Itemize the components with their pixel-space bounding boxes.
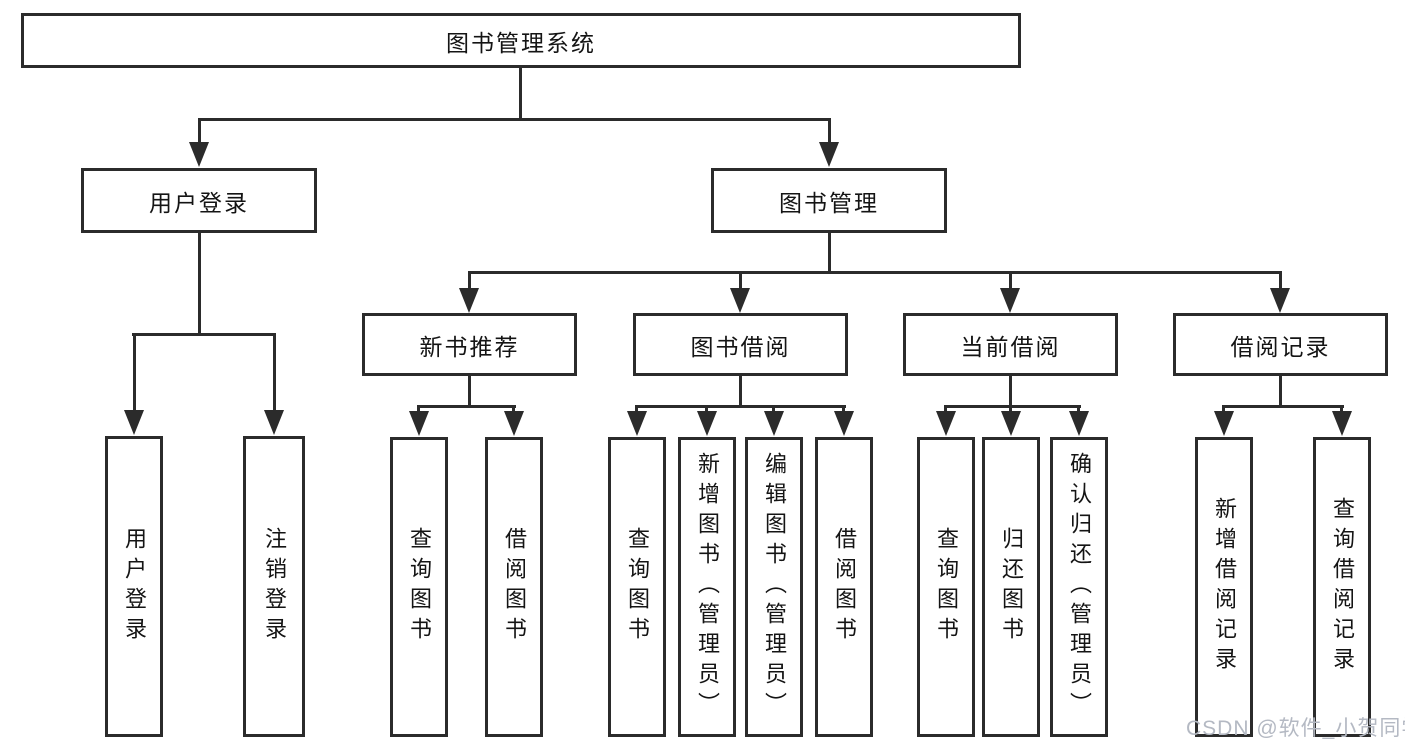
connector-br-stub [1279,376,1282,408]
leaf-cb-confirm-return: 确认归还（管理员） [1050,437,1108,737]
leaf-cb-query-book: 查询图书 [917,437,975,737]
leaf-br-query-record-label: 查询借阅记录 [1330,497,1355,677]
connector-stem-leaf-logout [273,333,276,413]
connector-stem-leaf [772,405,775,414]
arrow-down-icon [124,410,144,435]
leaf-user-login: 用户登录 [105,436,163,737]
connector-cb-split [944,405,1081,408]
connector-user-login-stub [198,233,201,336]
node-new-book-rec: 新书推荐 [362,313,577,376]
connector-stem-leaf [1009,405,1012,414]
leaf-user-login-label: 用户登录 [122,526,147,647]
connector-bb-stub [739,376,742,408]
connector-stem-leaf [842,405,845,414]
connector-stem-leaf [417,405,420,414]
arrow-down-icon [409,411,429,436]
connector-nbr-stub [468,376,471,408]
connector-book-mgmt-stub [828,233,831,274]
leaf-nbr-borrow-book-label: 借阅图书 [502,527,527,647]
connector-stem-leaf [635,405,638,414]
leaf-nbr-borrow-book: 借阅图书 [485,437,543,737]
node-book-mgmt-label: 图书管理 [779,189,879,216]
arrow-down-icon [264,410,284,435]
node-book-borrow-label: 图书借阅 [690,333,791,360]
arrow-down-icon [819,142,839,167]
arrow-down-icon [1001,411,1021,436]
leaf-cb-confirm-return-label: 确认归还（管理员） [1067,452,1092,722]
connector-level2-hline [198,118,831,121]
node-current-borrow: 当前借阅 [903,313,1118,376]
connector-stem-leaf [1077,405,1080,414]
connector-br-split [1222,405,1344,408]
leaf-br-add-record-label: 新增借阅记录 [1212,497,1237,677]
arrow-down-icon [1214,411,1234,436]
leaf-cb-return-book: 归还图书 [982,437,1040,737]
connector-nbr-split [417,405,516,408]
arrow-down-icon [504,411,524,436]
arrow-down-icon [1000,288,1020,313]
leaf-br-add-record: 新增借阅记录 [1195,437,1253,737]
connector-stem-leaf [512,405,515,414]
connector-stem-new-book-rec [468,271,471,291]
leaf-cb-return-book-label: 归还图书 [999,527,1024,647]
leaf-bb-borrow-book: 借阅图书 [815,437,873,737]
connector-root-stub [519,68,522,121]
arrow-down-icon [936,411,956,436]
arrow-down-icon [189,142,209,167]
leaf-bb-add-book: 新增图书（管理员） [678,437,736,737]
arrow-down-icon [697,411,717,436]
leaf-bb-add-book-label: 新增图书（管理员） [695,452,720,722]
connector-stem-user-login [198,118,201,145]
leaf-bb-query-book-label: 查询图书 [625,527,650,647]
connector-stem-current-borrow [1009,271,1012,291]
node-root: 图书管理系统 [21,13,1021,68]
node-user-login-label: 用户登录 [149,189,249,216]
arrow-down-icon [459,288,479,313]
connector-bb-split [635,405,846,408]
connector-cb-stub [1009,376,1012,408]
arrow-down-icon [764,411,784,436]
connector-stem-leaf [1340,405,1343,414]
leaf-br-query-record: 查询借阅记录 [1313,437,1371,737]
connector-stem-leaf [705,405,708,414]
arrow-down-icon [627,411,647,436]
node-new-book-rec-label: 新书推荐 [419,333,520,360]
node-book-borrow: 图书借阅 [633,313,848,376]
connector-stem-leaf [1222,405,1225,414]
leaf-nbr-query-book-label: 查询图书 [407,527,432,647]
connector-stem-borrow-record [1279,271,1282,291]
arrow-down-icon [730,288,750,313]
leaf-nbr-query-book: 查询图书 [390,437,448,737]
node-book-mgmt: 图书管理 [711,168,947,233]
connector-stem-book-borrow [739,271,742,291]
node-user-login: 用户登录 [81,168,317,233]
node-borrow-record-label: 借阅记录 [1230,333,1331,360]
connector-stem-book-mgmt [828,118,831,145]
watermark-text: CSDN @软件_小贺同学 [1186,717,1405,740]
connector-stem-leaf [944,405,947,414]
arrow-down-icon [1270,288,1290,313]
leaf-bb-edit-book-label: 编辑图书（管理员） [762,452,787,722]
node-current-borrow-label: 当前借阅 [960,333,1061,360]
connector-stem-leaf-login [133,333,136,413]
leaf-logout: 注销登录 [243,436,305,737]
leaf-cb-query-book-label: 查询图书 [934,527,959,647]
connector-user-login-split [132,333,276,336]
leaf-bb-edit-book: 编辑图书（管理员） [745,437,803,737]
connector-level3-hline [468,271,1282,274]
node-root-label: 图书管理系统 [446,29,596,56]
leaf-logout-label: 注销登录 [262,526,287,647]
arrow-down-icon [1069,411,1089,436]
arrow-down-icon [834,411,854,436]
leaf-bb-borrow-book-label: 借阅图书 [832,527,857,647]
arrow-down-icon [1332,411,1352,436]
leaf-bb-query-book: 查询图书 [608,437,666,737]
node-borrow-record: 借阅记录 [1173,313,1388,376]
